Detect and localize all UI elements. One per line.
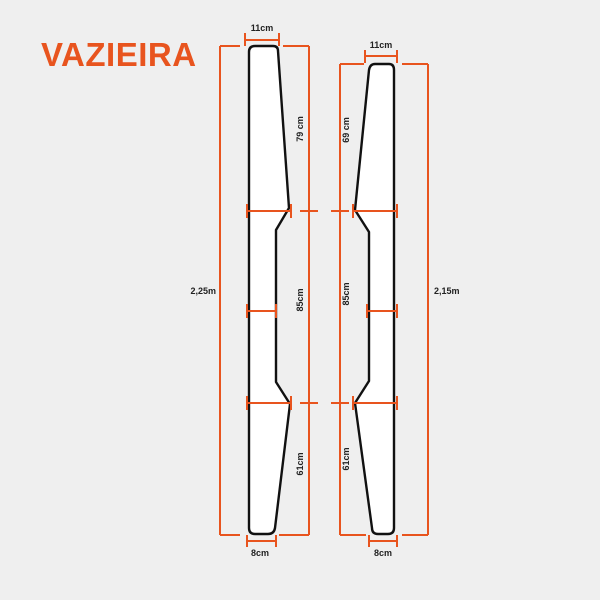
left-section-top-label: 79 cm — [295, 116, 305, 142]
left-width-markers — [246, 204, 292, 410]
right-section-bottom-label: 61cm — [341, 447, 351, 470]
left-section-bottom-label: 61cm — [295, 452, 305, 475]
right-top-width-dimension — [364, 50, 398, 63]
right-section-middle-label: 85cm — [341, 282, 351, 305]
diagram-title: VAZIEIRA — [41, 36, 197, 73]
left-profile-outline — [247, 44, 292, 536]
left-top-width-label: 11cm — [251, 23, 274, 33]
right-width-markers — [352, 204, 398, 410]
right-profile-outline — [353, 62, 396, 536]
right-section-dimension — [331, 63, 366, 536]
right-profile: 11cm 8cm 2,15m 69 — [331, 40, 460, 558]
left-section-middle-label: 85cm — [295, 288, 305, 311]
left-total-length-dimension — [219, 45, 240, 536]
right-top-width-label: 11cm — [370, 40, 393, 50]
right-section-top-label: 69 cm — [341, 117, 351, 143]
right-total-length-label: 2,15m — [434, 286, 460, 296]
right-bottom-width-label: 8cm — [374, 548, 392, 558]
right-total-length-dimension — [402, 63, 429, 536]
left-bottom-width-dimension — [246, 535, 277, 547]
left-profile: 11cm 8cm 2,25m 79 — [190, 23, 318, 558]
right-bottom-width-dimension — [368, 535, 398, 547]
left-top-width-dimension — [244, 33, 280, 46]
left-bottom-width-label: 8cm — [251, 548, 269, 558]
left-total-length-label: 2,25m — [190, 286, 216, 296]
left-section-dimension — [279, 45, 318, 536]
